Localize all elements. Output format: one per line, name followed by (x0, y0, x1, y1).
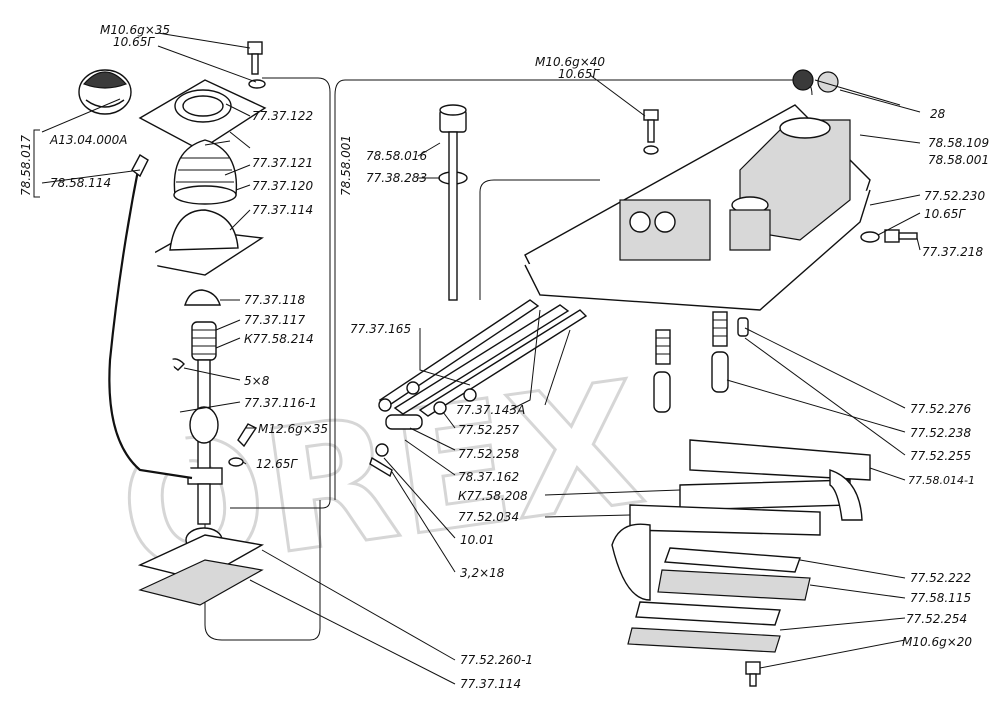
label-p1001: 10.01 (460, 533, 494, 547)
label-p001: 78.58.001 (928, 153, 989, 167)
label-p258: 77.52.258 (458, 447, 519, 461)
label-p2601: 77.52.260-1 (460, 653, 533, 667)
label-p109: 78.58.109 (928, 136, 989, 150)
label-rod: 78.58.114 (50, 176, 111, 190)
label-plug-28: 28 (930, 107, 946, 121)
plates-part (627, 547, 811, 653)
label-washer-top: 10.65Г (113, 35, 155, 49)
bolt-m10-20-part (745, 661, 761, 687)
label-p115: 77.58.115 (910, 591, 971, 605)
washer-12-part (228, 457, 244, 467)
label-p117: 77.37.117 (244, 313, 305, 327)
group-frame-left (230, 77, 331, 509)
label-bolt-m12: М12.6g×35 (258, 422, 328, 436)
label-p116: 77.37.116-1 (244, 396, 317, 410)
label-pin-32: 3,2×18 (460, 566, 505, 580)
bolt-m10-40-part (643, 109, 659, 155)
boot-part (173, 139, 238, 205)
label-p208: К77.58.208 (458, 489, 528, 503)
shift-rods-part (378, 299, 588, 417)
label-p255: 77.52.255 (910, 449, 971, 463)
label-washer-r: 10.65Г (924, 207, 966, 221)
spring-part (191, 321, 217, 361)
base-plate-part (137, 534, 265, 606)
label-p143: 77.37.143А (456, 403, 525, 417)
rod-end-part (131, 154, 149, 178)
label-knob: А13.04.000А (49, 133, 128, 147)
label-washer-mid: 10.65Г (558, 67, 600, 81)
label-p214: К77.58.214 (244, 332, 314, 346)
label-bolt-top: M10.6g×35 (100, 23, 170, 37)
plugs-28-part (792, 69, 839, 93)
group-frame-lower (204, 480, 321, 641)
lever-shaft-part (185, 359, 223, 553)
label-p114: 77.37.114 (252, 203, 313, 217)
dome-cover-part (135, 209, 265, 276)
bolt-top-part (247, 41, 266, 89)
label-p016: 78.58.016 (366, 149, 427, 163)
label-p276: 77.52.276 (910, 402, 971, 416)
ring-1001-part (375, 443, 389, 457)
label-p0141: 77.58.014-1 (908, 474, 975, 487)
group-brace-left (33, 129, 40, 198)
plate-ring-part (138, 79, 267, 151)
bolt-m12-part (237, 423, 258, 448)
label-p222: 77.52.222 (910, 571, 971, 585)
label-p120: 77.37.120 (252, 179, 313, 193)
label-p230: 77.52.230 (924, 189, 985, 203)
group-frame-mid-side (334, 79, 346, 500)
bolt-218-part (884, 229, 918, 243)
label-p034: 77.52.034 (458, 510, 519, 524)
label-bolt-m10-20: M10.6g×20 (902, 635, 972, 649)
label-p283: 77.38.283 (366, 171, 427, 185)
cap-part (184, 289, 221, 306)
leader-lines (41, 32, 921, 685)
label-p238: 77.52.238 (910, 426, 971, 440)
group-frame-inner (479, 179, 600, 300)
label-p257: 77.52.257 (458, 423, 519, 437)
label-p165: 77.37.165 (350, 322, 411, 336)
label-p254: 77.52.254 (906, 612, 967, 626)
washer-r-part (860, 231, 880, 243)
label-p121: 77.37.121 (252, 156, 313, 170)
group-frame-mid (345, 79, 813, 96)
label-group-mid: 78.58.001 (339, 135, 353, 196)
label-p218: 77.37.218 (922, 245, 983, 259)
housing-part (524, 104, 871, 311)
label-p118: 77.37.118 (244, 293, 305, 307)
label-p122: 77.37.122 (252, 109, 313, 123)
pin-32-part (369, 456, 393, 478)
rod-part (108, 159, 193, 480)
label-group-left: 78.58.017 (19, 135, 33, 196)
knob-part (78, 69, 132, 115)
springs-plungers-part (653, 311, 749, 413)
label-p162: 78.37.162 (458, 470, 519, 484)
label-washer-12: 12.65Г (256, 457, 298, 471)
link-162-part (385, 414, 423, 430)
label-p114b: 77.37.114 (460, 677, 521, 691)
label-pin-5x8: 5×8 (244, 374, 270, 388)
forks-part (611, 439, 871, 601)
label-bolt-m10-40: M10.6g×40 (535, 55, 605, 69)
dipstick-part (438, 104, 468, 301)
